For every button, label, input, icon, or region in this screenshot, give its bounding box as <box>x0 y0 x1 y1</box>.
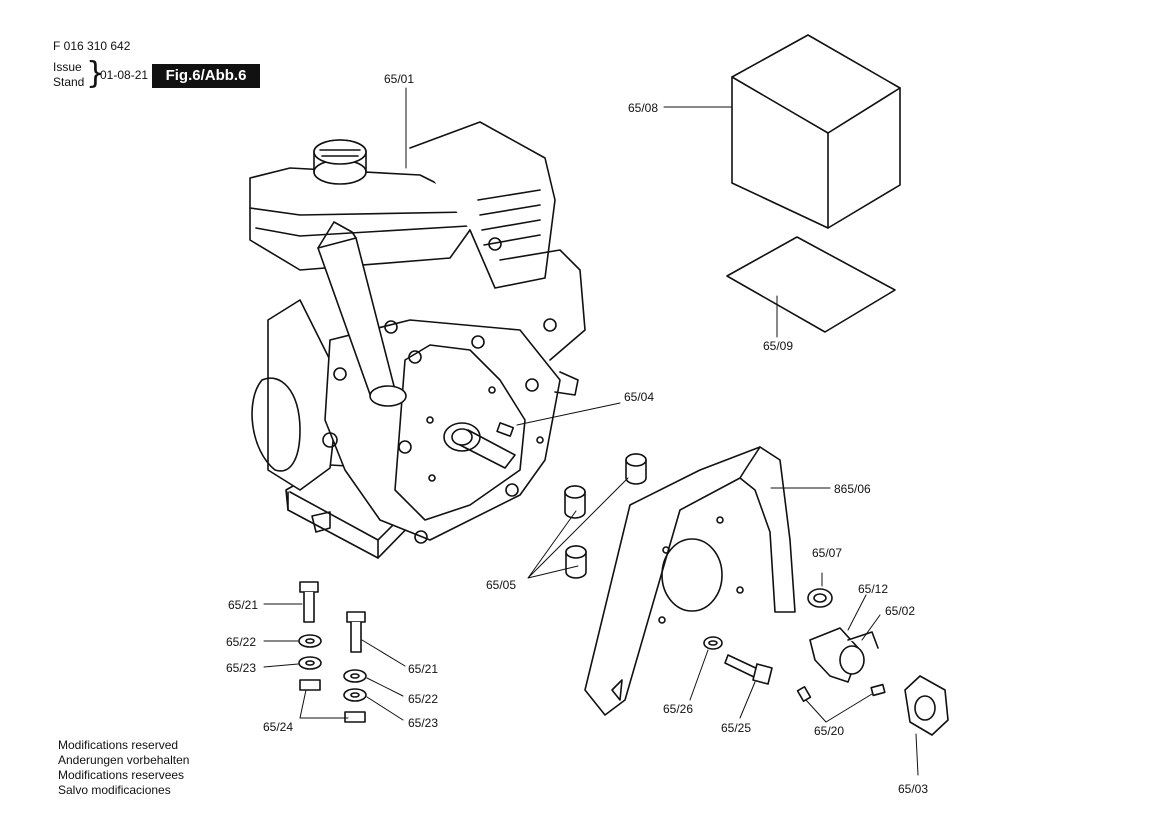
modification-notes: Modifications reserved Anderungen vorbeh… <box>58 738 189 798</box>
callout-65-04: 65/04 <box>624 390 655 404</box>
callout-65-22-right: 65/22 <box>408 692 439 706</box>
engine-drawing <box>249 121 586 559</box>
callout-65-02: 65/02 <box>885 604 916 618</box>
callout-65-24: 65/24 <box>263 720 294 734</box>
stand-label: Stand <box>53 75 85 89</box>
callout-65-21-right: 65/21 <box>408 662 439 676</box>
leader-lines <box>263 87 919 776</box>
left-hardware-drawing <box>298 581 367 723</box>
figure-badge: Fig.6/Abb.6 <box>152 64 260 88</box>
callout-65-25: 65/25 <box>721 721 752 735</box>
callout-65-09: 65/09 <box>763 339 794 353</box>
callout-65-22-left: 65/22 <box>226 635 257 649</box>
bracket-drawing <box>584 446 796 716</box>
spacers-drawing <box>564 453 647 579</box>
note-line: Modifications reserved <box>58 738 179 752</box>
callout-65-23-left: 65/23 <box>226 661 257 675</box>
note-line: Anderungen vorbehalten <box>58 753 190 767</box>
sheet-drawing <box>726 236 896 333</box>
callout-65-26: 65/26 <box>663 702 694 716</box>
note-line: Salvo modificaciones <box>58 783 171 797</box>
callout-65-20: 65/20 <box>814 724 845 738</box>
callout-65-21-left: 65/21 <box>228 598 259 612</box>
brace-symbol: } <box>86 56 106 91</box>
right-hardware-drawing <box>703 588 949 736</box>
part-number: F 016 310 642 <box>53 39 131 53</box>
callout-65-12: 65/12 <box>858 582 889 596</box>
callout-65-05: 65/05 <box>486 578 517 592</box>
callout-65-07: 65/07 <box>812 546 843 560</box>
issue-date: 01-08-21 <box>100 68 149 82</box>
box-drawing <box>731 34 901 229</box>
callout-65-23-right: 65/23 <box>408 716 439 730</box>
callout-65-08: 65/08 <box>628 101 659 115</box>
callout-65-01: 65/01 <box>384 72 415 86</box>
callout-65-03: 65/03 <box>898 782 929 796</box>
note-line: Modifications reservees <box>58 768 185 782</box>
issue-label: Issue <box>53 60 82 74</box>
callout-865-06: 865/06 <box>834 482 871 496</box>
